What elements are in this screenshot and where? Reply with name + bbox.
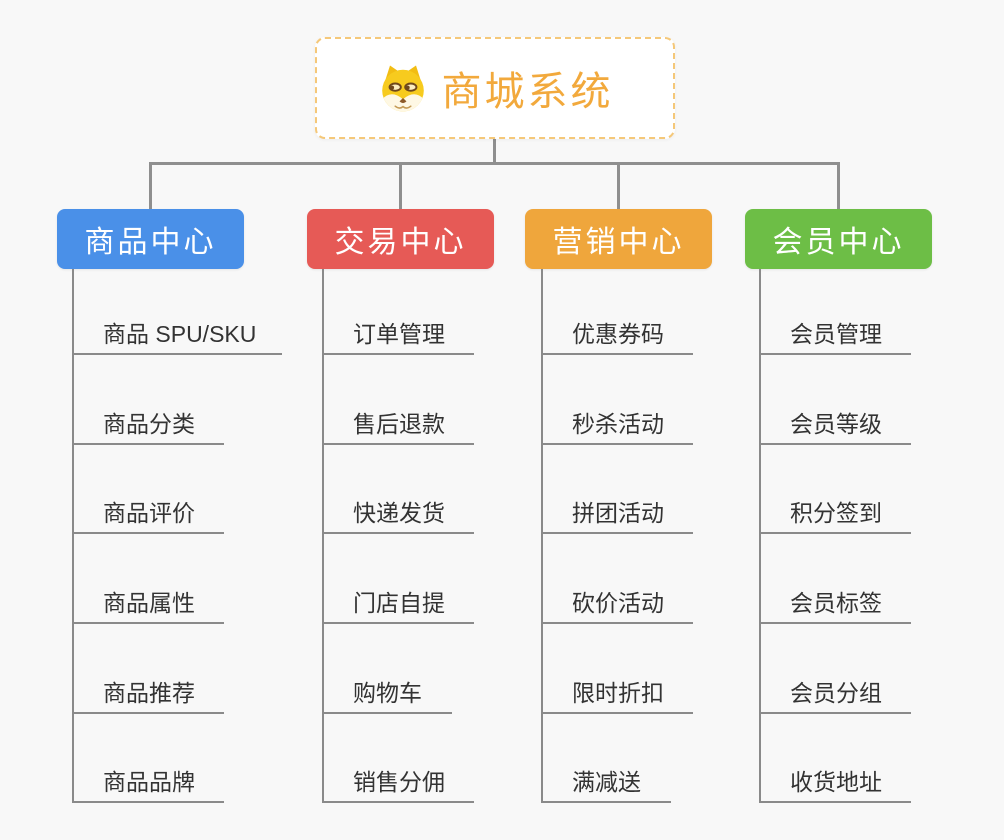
leaf-topic[interactable]: 秒杀活动	[541, 407, 693, 445]
connector-trunk-branch-4	[759, 269, 761, 803]
branch-node-marketing-center[interactable]: 营销中心	[525, 209, 712, 269]
leaf-topic[interactable]: 门店自提	[322, 586, 474, 624]
leaf-topic[interactable]: 订单管理	[322, 317, 474, 355]
leaf-topic[interactable]: 砍价活动	[541, 586, 693, 624]
leaf-topic[interactable]: 商品品牌	[72, 765, 224, 803]
leaf-topic[interactable]: 限时折扣	[541, 676, 693, 714]
leaf-topic[interactable]: 商品属性	[72, 586, 224, 624]
connector-drop-branch-4	[837, 162, 840, 209]
branch-node-trade-center[interactable]: 交易中心	[307, 209, 494, 269]
branch-node-member-center[interactable]: 会员中心	[745, 209, 932, 269]
connector-horizontal-bus	[149, 162, 840, 165]
connector-root-stub	[493, 139, 496, 165]
leaf-topic[interactable]: 会员管理	[759, 317, 911, 355]
connector-drop-branch-1	[149, 162, 152, 209]
leaf-topic[interactable]: 商品 SPU/SKU	[72, 317, 282, 355]
connector-trunk-branch-2	[322, 269, 324, 803]
leaf-topic[interactable]: 会员标签	[759, 586, 911, 624]
leaf-topic[interactable]: 拼团活动	[541, 496, 693, 534]
leaf-topic[interactable]: 积分签到	[759, 496, 911, 534]
leaf-topic[interactable]: 售后退款	[322, 407, 474, 445]
connector-drop-branch-2	[399, 162, 402, 209]
leaf-topic[interactable]: 收货地址	[759, 765, 911, 803]
leaf-topic[interactable]: 会员等级	[759, 407, 911, 445]
leaf-topic[interactable]: 销售分佣	[322, 765, 474, 803]
root-node[interactable]: 商城系统	[315, 37, 675, 139]
leaf-topic[interactable]: 满减送	[541, 765, 671, 803]
leaf-topic[interactable]: 快递发货	[322, 496, 474, 534]
leaf-topic[interactable]: 商品分类	[72, 407, 224, 445]
branch-node-product-center[interactable]: 商品中心	[57, 209, 244, 269]
dog-face-icon	[377, 61, 429, 115]
connector-trunk-branch-1	[72, 269, 74, 803]
leaf-topic[interactable]: 商品评价	[72, 496, 224, 534]
root-title: 商城系统	[441, 70, 614, 114]
connector-trunk-branch-3	[541, 269, 543, 803]
leaf-topic[interactable]: 购物车	[322, 676, 452, 714]
leaf-topic[interactable]: 会员分组	[759, 676, 911, 714]
leaf-topic[interactable]: 商品推荐	[72, 676, 224, 714]
leaf-topic[interactable]: 优惠券码	[541, 317, 693, 355]
connector-drop-branch-3	[617, 162, 620, 209]
